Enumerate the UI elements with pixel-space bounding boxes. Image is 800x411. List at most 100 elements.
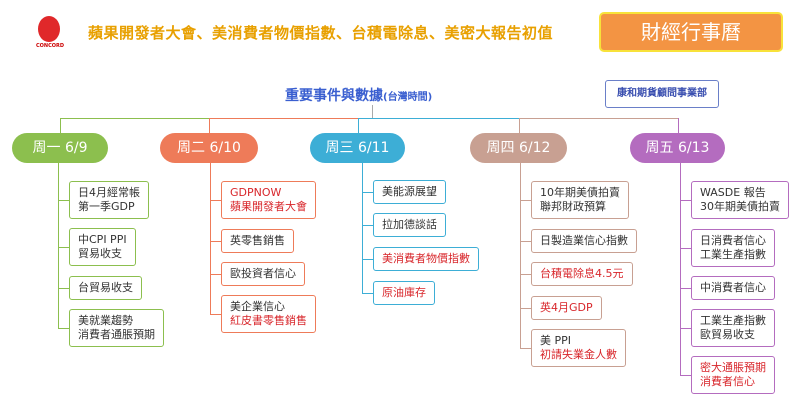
department-label: 康和期貨顧問事業部 [605,80,719,108]
branch-line [520,200,531,201]
event-text: 工業生產指數 [700,314,766,327]
connector-line [60,118,61,133]
event-box: 拉加德談話 [373,213,446,237]
event-box: 中消費者信心 [691,276,775,300]
branch-line [680,328,691,329]
branch-line [362,163,363,293]
title-main: 重要事件與數據 [285,88,383,104]
branch-line [362,225,373,226]
calendar-badge: 財經行事曆 [599,12,783,52]
event-box: 美企業信心紅皮書零售銷售 [221,295,316,333]
branch-line [680,163,681,375]
concord-logo: CONCORD [33,16,67,50]
event-text: 初請失業金人數 [540,348,617,361]
event-box: 日4月經常帳第一季GDP [69,181,149,219]
branch-line [680,288,691,289]
headline: 蘋果開發者大會、美消費者物價指數、台積電除息、美密大報告初值 [88,24,554,42]
event-box: 原油庫存 [373,281,435,305]
event-box: 歐投資者信心 [221,262,305,286]
event-text: GDPNOW [230,186,282,199]
branch-line [680,200,691,201]
day-pill: 周一 6/9 [12,133,108,163]
branch-line [680,248,691,249]
day-pill: 周四 6/12 [470,133,567,163]
event-box: 美能源展望 [373,180,446,204]
event-text: 中消費者信心 [700,281,766,294]
connector-line [357,118,359,133]
day-pill: 周三 6/11 [310,133,405,163]
branch-line [362,293,373,294]
branch-line [520,241,531,242]
branch-line [210,200,221,201]
event-text: 貿易收支 [78,247,122,260]
day-pill: 周二 6/10 [160,133,258,163]
day-pill: 周五 6/13 [630,133,725,163]
event-text: 歐投資者信心 [230,267,296,280]
branch-line [520,348,531,349]
branch-line [58,247,69,248]
diagram-title: 重要事件與數據(台灣時間) [285,85,432,105]
event-text: 工業生產指數 [700,248,766,261]
branch-line [680,375,691,376]
event-text: 拉加德談話 [382,218,437,231]
branch-line [58,163,59,328]
event-text: 第一季GDP [78,200,135,213]
branch-line [58,328,69,329]
logo-text: CONCORD [35,43,65,49]
connector-line [372,105,373,118]
event-box: 10年期美債拍賣聯邦財政預算 [531,181,629,219]
branch-line [58,288,69,289]
branch-line [520,308,531,309]
event-text: 30年期美債拍賣 [700,200,780,213]
logo-emblem-icon [38,16,60,42]
branch-line [362,259,373,260]
branch-line [210,163,211,314]
event-box: 日消費者信心工業生產指數 [691,229,775,267]
event-text: 英零售銷售 [230,234,285,247]
event-text: 台積電除息4.5元 [540,267,624,280]
event-box: 日製造業信心指數 [531,229,637,253]
branch-line [58,200,69,201]
event-text: 10年期美債拍賣 [540,186,620,199]
branch-line [210,274,221,275]
event-box: 英零售銷售 [221,229,294,253]
event-text: 密大通脹預期 [700,361,766,374]
connector-line [209,118,358,119]
branch-line [362,192,373,193]
connector-line [518,118,520,133]
title-note: (台灣時間) [383,92,433,103]
event-box: 台積電除息4.5元 [531,262,633,286]
connector-line [357,118,519,119]
event-text: 中CPI PPI [78,233,127,246]
event-text: 消費者信心 [700,375,755,388]
connector-line [677,118,679,133]
event-box: 美就業趨勢消費者通脹預期 [69,309,164,347]
connector-line [518,118,678,119]
event-text: 聯邦財政預算 [540,200,606,213]
event-text: 日消費者信心 [700,234,766,247]
event-text: 原油庫存 [382,286,426,299]
event-text: WASDE 報告 [700,186,766,199]
event-text: 英4月GDP [540,301,593,314]
connector-line [60,118,209,119]
event-text: 日4月經常帳 [78,186,140,199]
connector-line [209,118,210,133]
branch-line [210,241,221,242]
event-box: 工業生產指數歐貿易收支 [691,309,775,347]
event-text: 消費者通脹預期 [78,328,155,341]
branch-line [520,274,531,275]
event-text: 美企業信心 [230,300,285,313]
event-text: 美能源展望 [382,185,437,198]
event-text: 美 PPI [540,334,572,347]
event-text: 美消費者物價指數 [382,252,470,265]
event-text: 台貿易收支 [78,281,133,294]
event-text: 紅皮書零售銷售 [230,314,307,327]
event-box: 英4月GDP [531,296,602,320]
event-text: 日製造業信心指數 [540,234,628,247]
event-text: 歐貿易收支 [700,328,755,341]
branch-line [520,163,521,348]
